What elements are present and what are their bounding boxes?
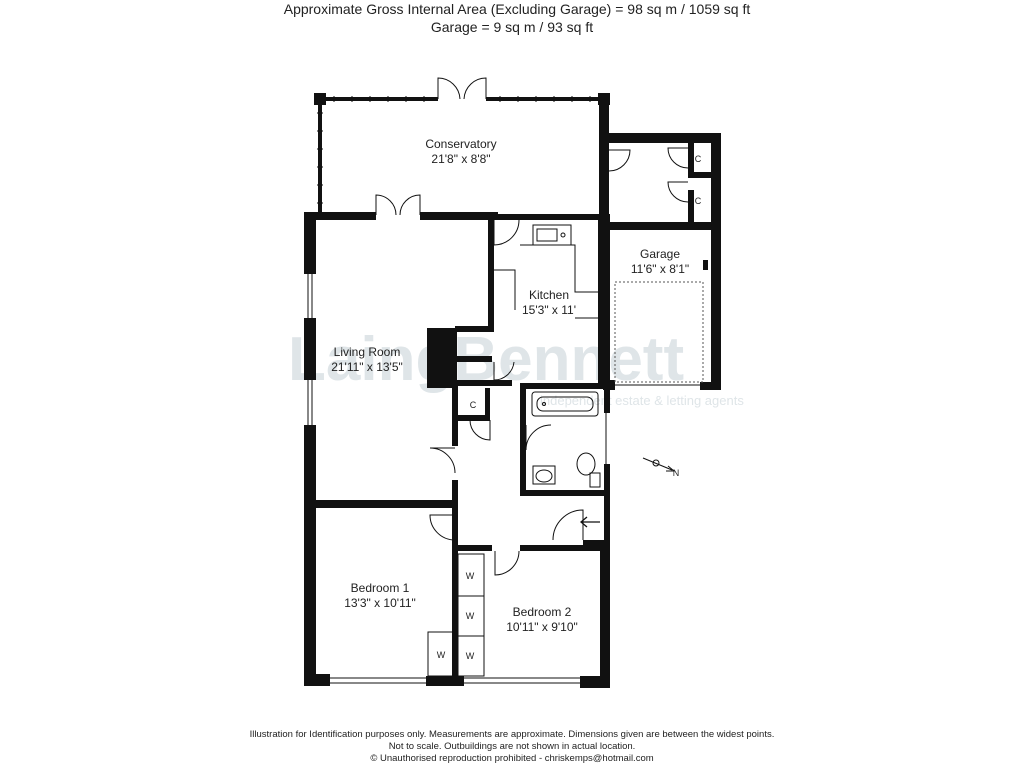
living-room-name: Living Room	[334, 345, 401, 359]
bedroom1-door	[429, 514, 456, 541]
bedroom2-size: 10'11" x 9'10"	[506, 620, 578, 634]
cupboard-label-hall: C	[470, 400, 477, 410]
living-french-door-right	[399, 194, 421, 216]
living-french-door-left	[375, 194, 397, 216]
disclaimer-line-3: © Unauthorised reproduction prohibited -…	[370, 753, 654, 764]
conservatory-french-doors	[437, 77, 487, 102]
kitchen-door	[493, 219, 520, 246]
wardrobes	[427, 553, 485, 677]
entrance-arrow	[579, 516, 600, 528]
conservatory-size: 21'8" x 8'8"	[431, 152, 490, 166]
bathroom-fittings	[531, 391, 601, 488]
bedroom1-name: Bedroom 1	[351, 581, 410, 595]
main-walls	[304, 99, 721, 688]
cupboard-label-1: C	[695, 154, 702, 164]
garage-area-text: Garage = 9 sq m / 93 sq ft	[430, 19, 594, 35]
garage-name: Garage	[640, 247, 680, 261]
area-header: Approximate Gross Internal Area (Excludi…	[0, 0, 1024, 36]
garage-size: 11'6" x 8'1"	[631, 262, 689, 276]
compass-label: N	[673, 468, 680, 478]
garage-side-door	[608, 149, 631, 172]
cupboard-label-2: C	[695, 196, 702, 206]
wardrobe-label-1: W	[437, 650, 446, 660]
disclaimer-line-1: Illustration for Identification purposes…	[249, 729, 775, 740]
bathroom-door	[525, 424, 552, 451]
wardrobe-bedroom2-3	[457, 635, 485, 677]
wardrobe-label-4: W	[466, 651, 475, 661]
bath	[531, 391, 599, 417]
disclaimer-footer: Illustration for Identification purposes…	[0, 729, 1024, 765]
kitchen-fittings	[494, 224, 598, 319]
kitchen-name: Kitchen	[529, 288, 569, 302]
watermark-tagline: independent estate & letting agents	[540, 393, 744, 408]
bedroom2-name: Bedroom 2	[513, 605, 572, 619]
gross-area-text: Approximate Gross Internal Area (Excludi…	[283, 1, 751, 17]
disclaimer-line-2: Not to scale. Outbuildings are not shown…	[388, 741, 636, 752]
wardrobe-label-3: W	[466, 611, 475, 621]
toilet	[576, 452, 596, 476]
conservatory-name: Conservatory	[425, 137, 496, 151]
living-room-door	[429, 447, 456, 474]
windows	[307, 216, 700, 684]
wardrobe-label-2: W	[466, 571, 475, 581]
wardrobe-bedroom1	[427, 631, 455, 677]
kitchen-size: 15'3" x 11'	[522, 303, 576, 317]
bedroom2-door	[494, 550, 520, 576]
compass-icon: N	[642, 457, 680, 478]
bedroom1-size: 13'3" x 10'11"	[344, 596, 416, 610]
front-door	[552, 509, 584, 541]
living-room-size: 21'11" x 13'5"	[331, 360, 403, 374]
garage-door-outline	[614, 281, 704, 383]
basin	[532, 465, 556, 485]
doors	[375, 147, 689, 576]
